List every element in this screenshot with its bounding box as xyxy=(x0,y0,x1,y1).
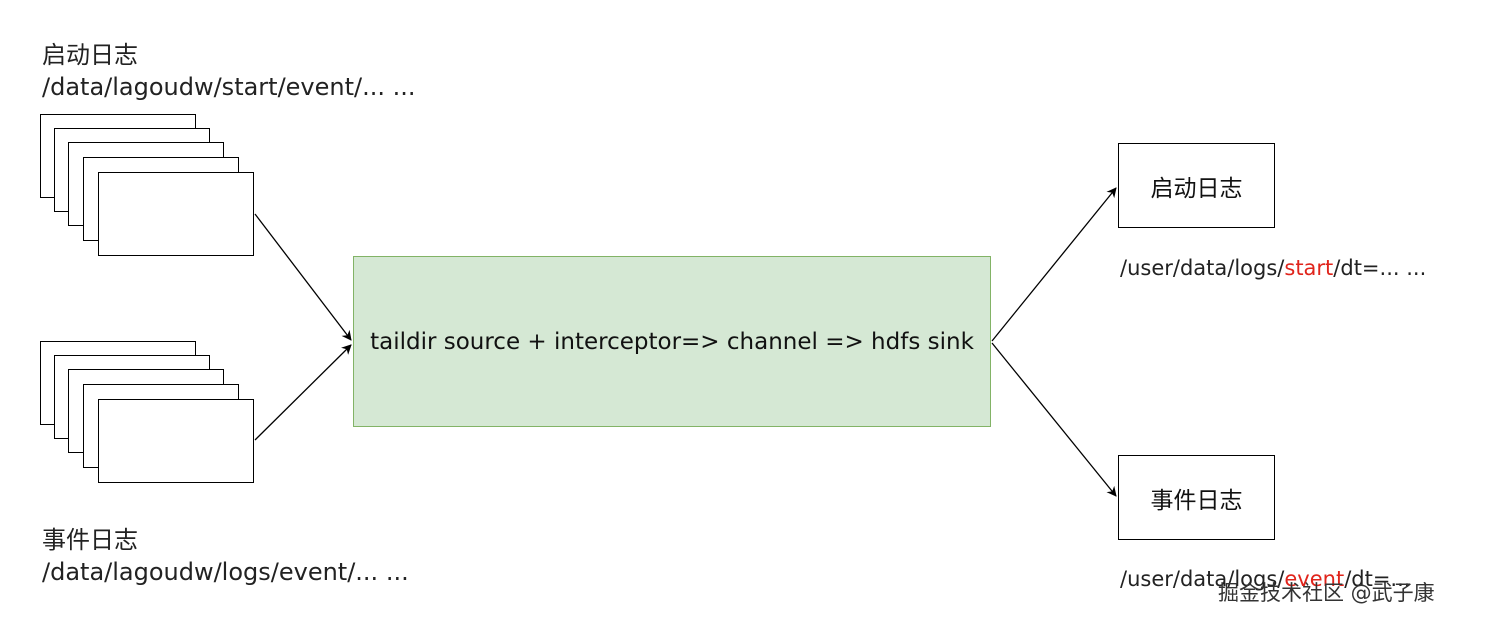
path-prefix: /user/data/logs/ xyxy=(1120,567,1285,591)
arrow-start-source-to-pipeline xyxy=(254,213,352,341)
start-log-output-box: 启动日志 xyxy=(1118,143,1275,228)
arrow-pipeline-to-event-output xyxy=(991,342,1117,497)
event-log-output-title: 事件日志 xyxy=(1150,487,1243,514)
arrow-pipeline-to-start-output xyxy=(991,187,1117,342)
log-file-page xyxy=(98,172,254,256)
event-log-file-stack xyxy=(0,0,254,483)
path-suffix: /dt=... ... xyxy=(1333,256,1427,280)
start-log-output-title: 启动日志 xyxy=(1150,175,1243,202)
start-log-source-path: /data/lagoudw/start/event/... ... xyxy=(42,73,416,101)
event-log-source-path: /data/lagoudw/logs/event/... ... xyxy=(42,558,409,586)
event-log-output-box: 事件日志 xyxy=(1118,455,1275,540)
watermark-text: 掘金技术社区 @武子康 xyxy=(1218,581,1435,605)
start-log-output-path: /user/data/logs/start/dt=... ... xyxy=(1120,254,1426,282)
event-log-source-title: 事件日志 xyxy=(42,526,138,554)
path-highlight: start xyxy=(1284,256,1334,280)
arrow-event-source-to-pipeline xyxy=(254,344,352,441)
start-log-source-title: 启动日志 xyxy=(42,41,138,69)
path-suffix: /dt=... xyxy=(1344,567,1411,591)
log-file-page xyxy=(98,399,254,483)
path-highlight: event xyxy=(1284,567,1345,591)
start-log-file-stack xyxy=(0,0,254,256)
path-prefix: /user/data/logs/ xyxy=(1120,256,1285,280)
flume-pipeline-label: taildir source + interceptor=> channel =… xyxy=(370,328,974,355)
flume-pipeline-box: taildir source + interceptor=> channel =… xyxy=(353,256,991,427)
event-log-output-path: /user/data/logs/event/dt=... xyxy=(1120,565,1410,593)
